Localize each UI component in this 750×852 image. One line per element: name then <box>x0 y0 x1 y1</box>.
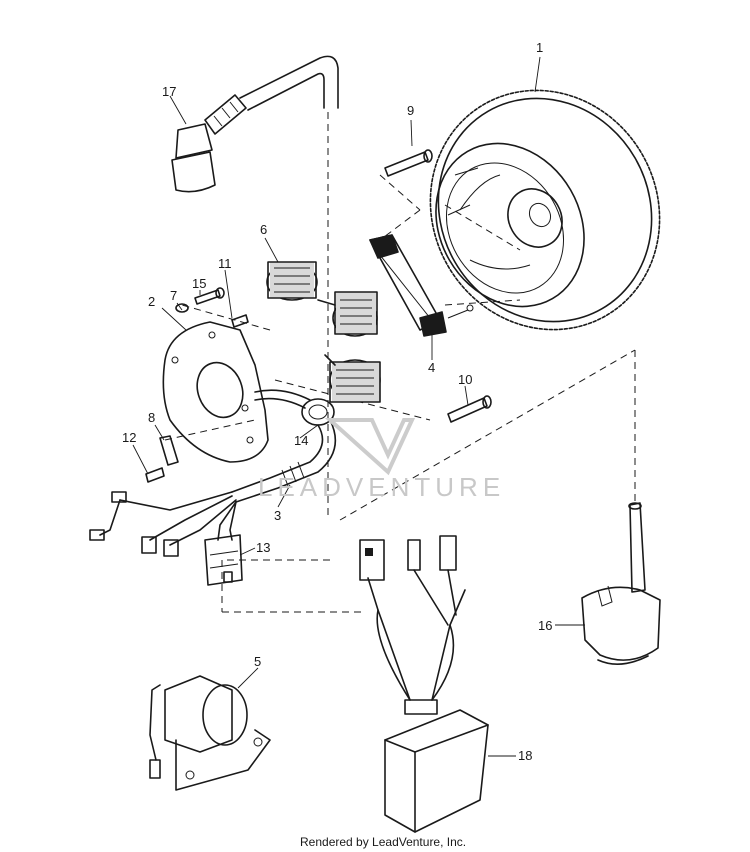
part-label-2: 2 <box>148 294 155 309</box>
part-label-8: 8 <box>148 410 155 425</box>
part-label-14: 14 <box>294 433 308 448</box>
spark-plug-cap <box>171 55 339 193</box>
watermark: LEADVENTURE <box>258 418 505 502</box>
assembly-dashed-lines <box>164 112 636 613</box>
stator-plate <box>162 321 269 463</box>
connector <box>204 534 243 586</box>
wiring-harness <box>89 389 337 557</box>
part-label-12: 12 <box>122 430 136 445</box>
pulser-coil <box>369 234 474 337</box>
part-labels: 1 2 3 4 5 6 7 8 9 10 11 12 13 14 15 16 1… <box>122 40 552 763</box>
part-label-15: 15 <box>192 276 206 291</box>
part-label-9: 9 <box>407 103 414 118</box>
part-label-1: 1 <box>536 40 543 55</box>
part-label-13: 13 <box>256 540 270 555</box>
starter-relay <box>149 675 271 791</box>
part-label-16: 16 <box>538 618 552 633</box>
cdi-unit <box>359 535 489 833</box>
part-label-7: 7 <box>170 288 177 303</box>
stator-coils <box>266 261 381 403</box>
leader-lines <box>132 56 585 757</box>
part-label-17: 17 <box>162 84 176 99</box>
credit-text: Rendered by LeadVenture, Inc. <box>300 835 466 849</box>
part-label-3: 3 <box>274 508 281 523</box>
part-label-18: 18 <box>518 748 532 763</box>
part-label-6: 6 <box>260 222 267 237</box>
part-label-5: 5 <box>254 654 261 669</box>
part-label-11: 11 <box>218 256 232 271</box>
part-label-10: 10 <box>458 372 472 387</box>
part-label-4: 4 <box>428 360 435 375</box>
screws <box>145 149 492 483</box>
flywheel <box>429 89 661 331</box>
watermark-text: LEADVENTURE <box>258 472 505 502</box>
ignition-coil <box>581 502 661 665</box>
